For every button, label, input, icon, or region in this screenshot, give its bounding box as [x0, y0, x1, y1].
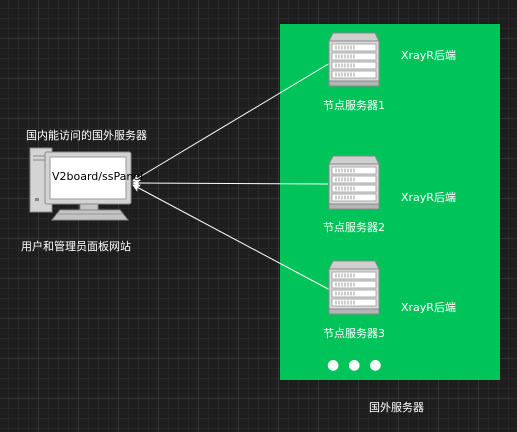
more-nodes-indicator: ● ● ●: [327, 357, 382, 373]
node-3-label: 节点服务器3: [323, 327, 385, 340]
node-2-label: 节点服务器2: [323, 221, 385, 234]
computer-icon: [29, 147, 132, 221]
connector-node-2: [132, 179, 329, 188]
connector-node-1: [132, 62, 331, 182]
node-3-backend: XrayR后端: [401, 301, 456, 314]
connector-node-3: [132, 184, 331, 291]
node-1-backend: XrayR后端: [401, 49, 456, 62]
foreign-server-group: [280, 24, 500, 380]
node-2-backend: XrayR后端: [401, 191, 456, 204]
client-caption: 用户和管理员面板网站: [21, 240, 131, 253]
cluster-caption: 国外服务器: [369, 401, 424, 414]
server-3-icon: [328, 260, 380, 315]
node-1-label: 节点服务器1: [323, 99, 385, 112]
screen-text: V2board/ssPanel: [52, 170, 144, 183]
client-title: 国内能访问的国外服务器: [26, 129, 147, 142]
server-2-icon: [328, 155, 380, 210]
server-1-icon: [328, 32, 380, 87]
